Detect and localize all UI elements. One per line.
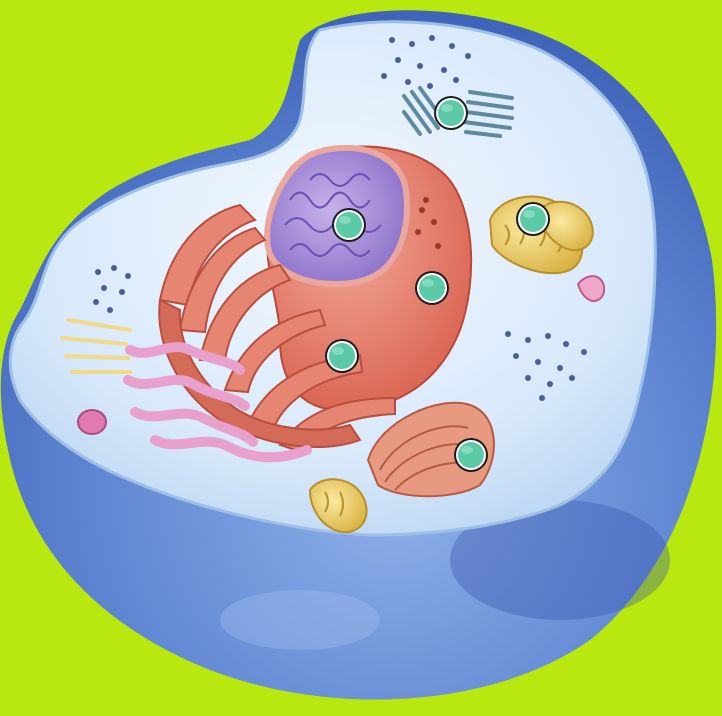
hotspot-nucleus[interactable] (331, 207, 367, 243)
mitochondrion-small (538, 200, 594, 252)
free-ribosomes-top (381, 35, 471, 89)
rough-er (158, 203, 396, 454)
mitochondrion-bottom (308, 478, 368, 534)
smooth-er (123, 342, 312, 463)
hotspot-mitochondrion[interactable] (515, 201, 551, 237)
hotspot-rough-er[interactable] (324, 338, 360, 374)
free-ribosomes-right (505, 331, 587, 401)
microtubules (60, 318, 132, 374)
hotspot-golgi-apparatus[interactable] (453, 437, 489, 473)
lysosome-right (576, 275, 606, 302)
free-ribosomes-left (93, 265, 131, 313)
hotspot-centrioles[interactable] (433, 95, 469, 131)
hotspot-nuclear-envelope[interactable] (414, 270, 450, 306)
lysosome-left (77, 409, 107, 435)
